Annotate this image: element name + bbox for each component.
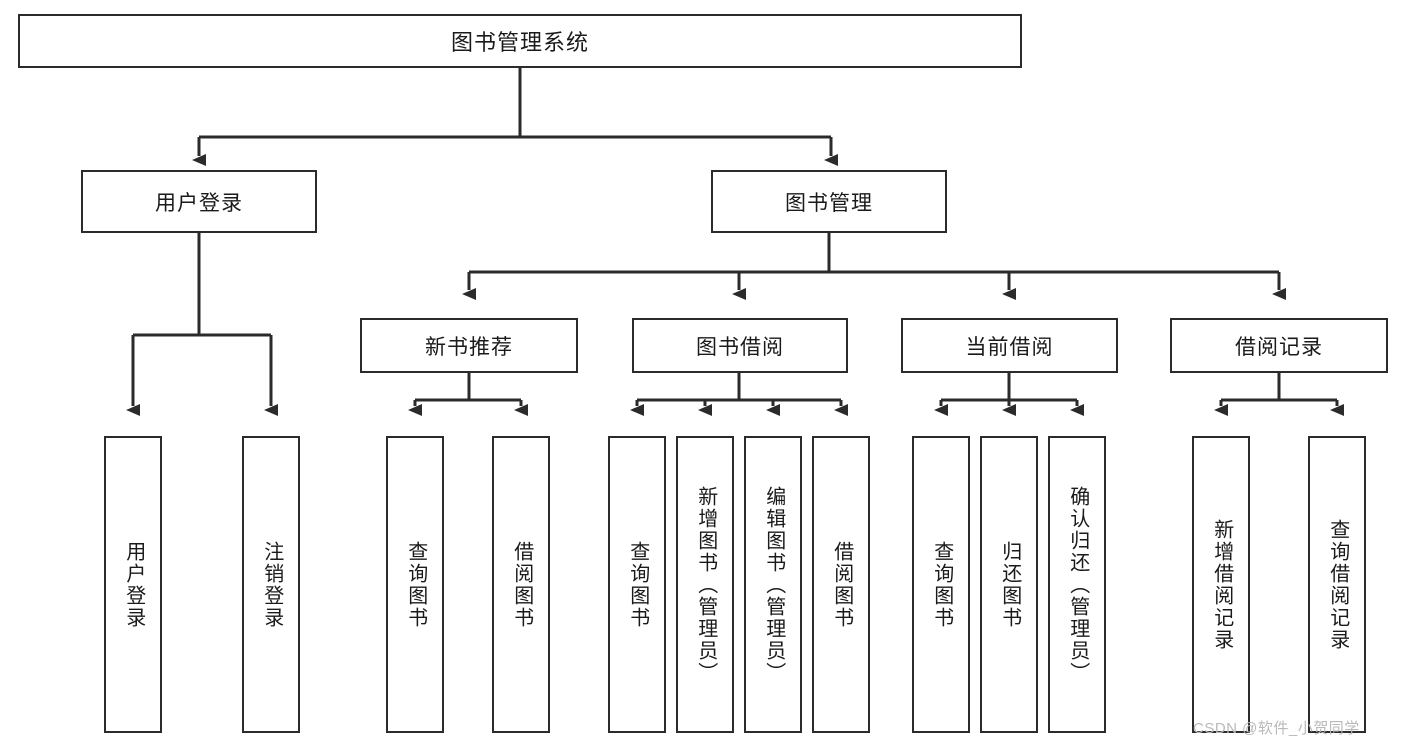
node-label: 新增图书（管理员）	[694, 485, 717, 684]
leaf-user-login[interactable]: 用户登录	[104, 436, 162, 733]
node-label: 图书管理系统	[450, 30, 589, 55]
node-label: 用户登录	[155, 191, 243, 215]
leaf-records-add-record[interactable]: 新增借阅记录	[1192, 436, 1250, 733]
leaf-user-logout[interactable]: 注销登录	[242, 436, 300, 733]
node-label: 确认归还（管理员）	[1066, 485, 1089, 684]
leaf-current-return-book[interactable]: 归还图书	[980, 436, 1038, 733]
node-label: 用户登录	[122, 540, 145, 629]
node-borrow-records[interactable]: 借阅记录	[1170, 318, 1388, 373]
leaf-newbook-query-book[interactable]: 查询图书	[386, 436, 444, 733]
node-label: 新书推荐	[425, 335, 513, 359]
node-new-book-recommend[interactable]: 新书推荐	[360, 318, 578, 373]
node-label: 图书借阅	[696, 335, 784, 359]
node-user-login[interactable]: 用户登录	[81, 170, 317, 233]
leaf-borrow-add-book-admin[interactable]: 新增图书（管理员）	[676, 436, 734, 733]
leaf-borrow-edit-book-admin[interactable]: 编辑图书（管理员）	[744, 436, 802, 733]
node-label: 借阅记录	[1235, 335, 1323, 359]
node-label: 查询图书	[404, 540, 427, 629]
node-label: 新增借阅记录	[1210, 518, 1233, 651]
watermark-csdn: CSDN @软件_小贺同学	[1193, 720, 1360, 737]
node-label: 编辑图书（管理员）	[762, 485, 785, 684]
node-label: 查询图书	[626, 540, 649, 629]
leaf-newbook-borrow-book[interactable]: 借阅图书	[492, 436, 550, 733]
leaf-records-query-record[interactable]: 查询借阅记录	[1308, 436, 1366, 733]
leaf-current-query-book[interactable]: 查询图书	[912, 436, 970, 733]
node-current-borrow[interactable]: 当前借阅	[901, 318, 1118, 373]
node-label: 图书管理	[785, 191, 873, 215]
leaf-borrow-query-book[interactable]: 查询图书	[608, 436, 666, 733]
node-label: 注销登录	[260, 540, 283, 629]
node-label: 查询图书	[930, 540, 953, 629]
node-label: 借阅图书	[510, 540, 533, 629]
node-label: 归还图书	[998, 540, 1021, 629]
node-book-borrow[interactable]: 图书借阅	[632, 318, 848, 373]
node-label: 查询借阅记录	[1326, 518, 1349, 651]
node-label: 当前借阅	[965, 335, 1054, 359]
node-book-management[interactable]: 图书管理	[711, 170, 947, 233]
leaf-borrow-lend-book[interactable]: 借阅图书	[812, 436, 870, 733]
node-label: 借阅图书	[830, 540, 853, 629]
leaf-current-confirm-return-admin[interactable]: 确认归还（管理员）	[1048, 436, 1106, 733]
node-root-system[interactable]: 图书管理系统	[18, 14, 1022, 68]
